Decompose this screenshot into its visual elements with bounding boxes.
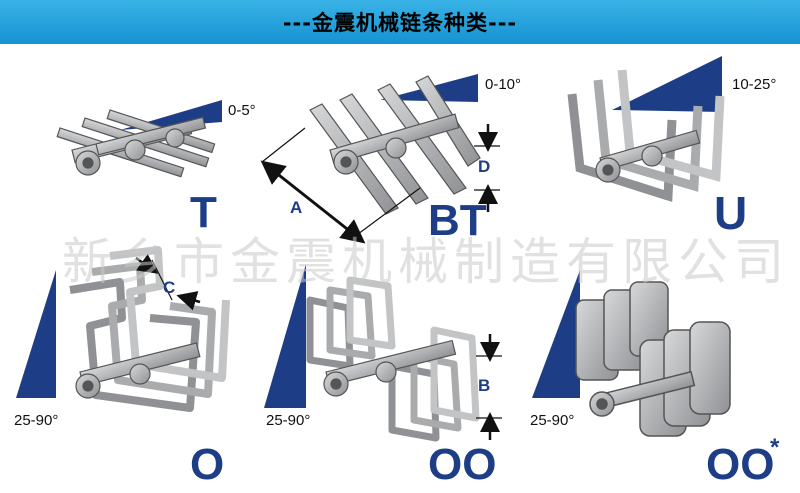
oo-star-type-label: OO bbox=[706, 440, 775, 489]
oo-star-chain-illustration bbox=[575, 281, 731, 437]
t-chain-illustration bbox=[56, 109, 216, 178]
oo-star-angle-wedge bbox=[532, 270, 580, 398]
u-chain-illustration bbox=[567, 69, 725, 203]
o-type-label: O bbox=[190, 440, 225, 489]
bt-chain-group bbox=[260, 74, 500, 244]
t-angle-label: 0-5° bbox=[228, 102, 256, 119]
oo-dimension-b-label: B bbox=[478, 376, 491, 395]
bt-dimension-a-label: A bbox=[290, 198, 303, 217]
o-chain-links bbox=[75, 342, 201, 399]
oo-chain-group bbox=[264, 264, 502, 442]
company-watermark: 新乡市金震机械制造有限公司 bbox=[62, 233, 790, 291]
o-chain-group bbox=[16, 246, 230, 412]
bt-angle-label: 0-10° bbox=[485, 76, 522, 93]
u-angle-wedge bbox=[612, 56, 722, 112]
oo-angle-wedge bbox=[264, 264, 306, 408]
oo-star-chain-group bbox=[532, 270, 731, 437]
o-dimension-c-label: C bbox=[163, 278, 176, 297]
o-dimension-c bbox=[135, 254, 201, 311]
bt-dimension-d bbox=[474, 124, 500, 212]
oo-angle-label: 25-90° bbox=[266, 412, 311, 429]
t-type-label: T bbox=[190, 188, 217, 237]
chain-types-diagram bbox=[16, 56, 731, 442]
bt-dimension-d-label: D bbox=[478, 157, 491, 176]
oo-star-angle-label: 25-90° bbox=[530, 412, 575, 429]
bt-type-label: BT bbox=[428, 196, 487, 245]
o-angle-label: 25-90° bbox=[14, 412, 59, 429]
oo-dimension-b bbox=[476, 334, 502, 440]
oo-star-asterisk: * bbox=[770, 434, 780, 461]
t-chain-group bbox=[56, 100, 222, 178]
oo-chain-links bbox=[323, 339, 457, 397]
u-chain-group bbox=[567, 56, 725, 203]
bt-dimension-a bbox=[260, 127, 421, 244]
u-type-label: U bbox=[714, 187, 748, 239]
u-angle-label: 10-25° bbox=[732, 76, 777, 93]
page-title: ---金震机械链条种类--- bbox=[282, 11, 518, 35]
header-bar: ---金震机械链条种类--- bbox=[0, 0, 800, 44]
oo-type-label: OO bbox=[428, 440, 497, 489]
o-angle-wedge bbox=[16, 270, 56, 398]
